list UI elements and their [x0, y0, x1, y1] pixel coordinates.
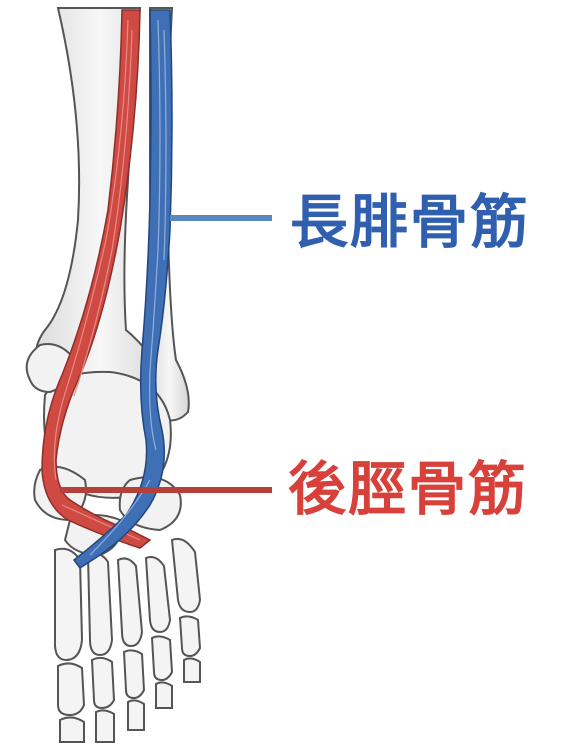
- peroneus-longus-muscle: [72, 9, 173, 570]
- tibialis-posterior-label: 後脛骨筋: [288, 455, 529, 523]
- phalanx-2a: [90, 656, 116, 710]
- phalanx-1b: [59, 716, 85, 743]
- peroneus-longus-label: 長腓骨筋: [290, 188, 531, 256]
- phalanx-5b: [183, 657, 201, 683]
- metatarsal-4: [144, 556, 172, 634]
- phalanx-2b: [95, 709, 115, 743]
- phalanx-4a: [150, 635, 174, 682]
- phalanx-5a: [178, 615, 202, 658]
- metatarsal-2: [86, 552, 114, 657]
- metatarsal-1: [53, 547, 84, 662]
- tibialis-posterior-muscle: [41, 9, 152, 549]
- phalanx-4b: [155, 681, 173, 709]
- peroneus-longus-belly: [72, 9, 173, 570]
- metatarsal-3: [116, 557, 144, 648]
- phalanx-1a: [57, 662, 86, 717]
- tibialis-posterior-belly: [41, 9, 152, 549]
- phalanx-3b: [127, 699, 145, 731]
- tibialis-posterior-fibers: [53, 19, 141, 541]
- phalanx-3a: [122, 649, 146, 700]
- toe-bones: [57, 615, 202, 743]
- metatarsal-5: [170, 537, 202, 614]
- metatarsal-bones: [53, 537, 202, 662]
